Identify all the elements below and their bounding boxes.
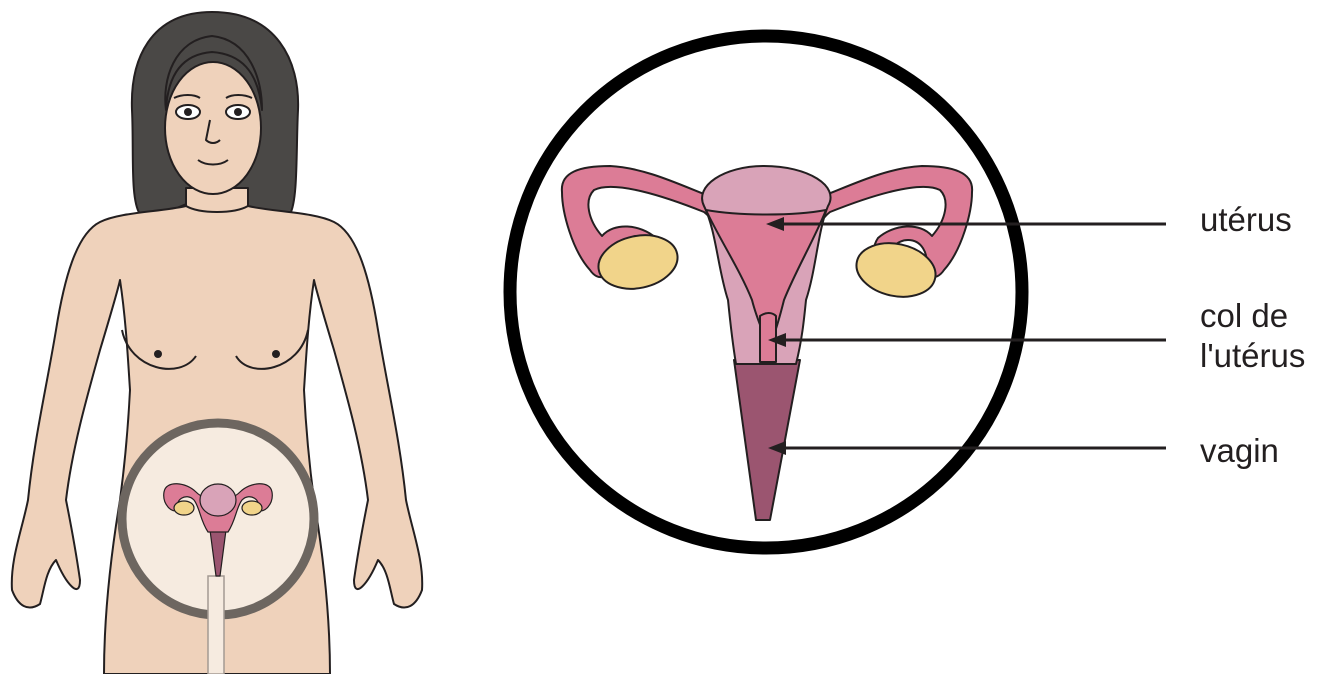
label-cervix-line1: col de bbox=[1200, 296, 1288, 336]
cervix bbox=[760, 313, 776, 362]
label-uterus: utérus bbox=[1200, 200, 1292, 240]
label-cervix-line2: l'utérus bbox=[1200, 336, 1305, 376]
label-vagina: vagin bbox=[1200, 431, 1279, 471]
face bbox=[165, 62, 261, 194]
